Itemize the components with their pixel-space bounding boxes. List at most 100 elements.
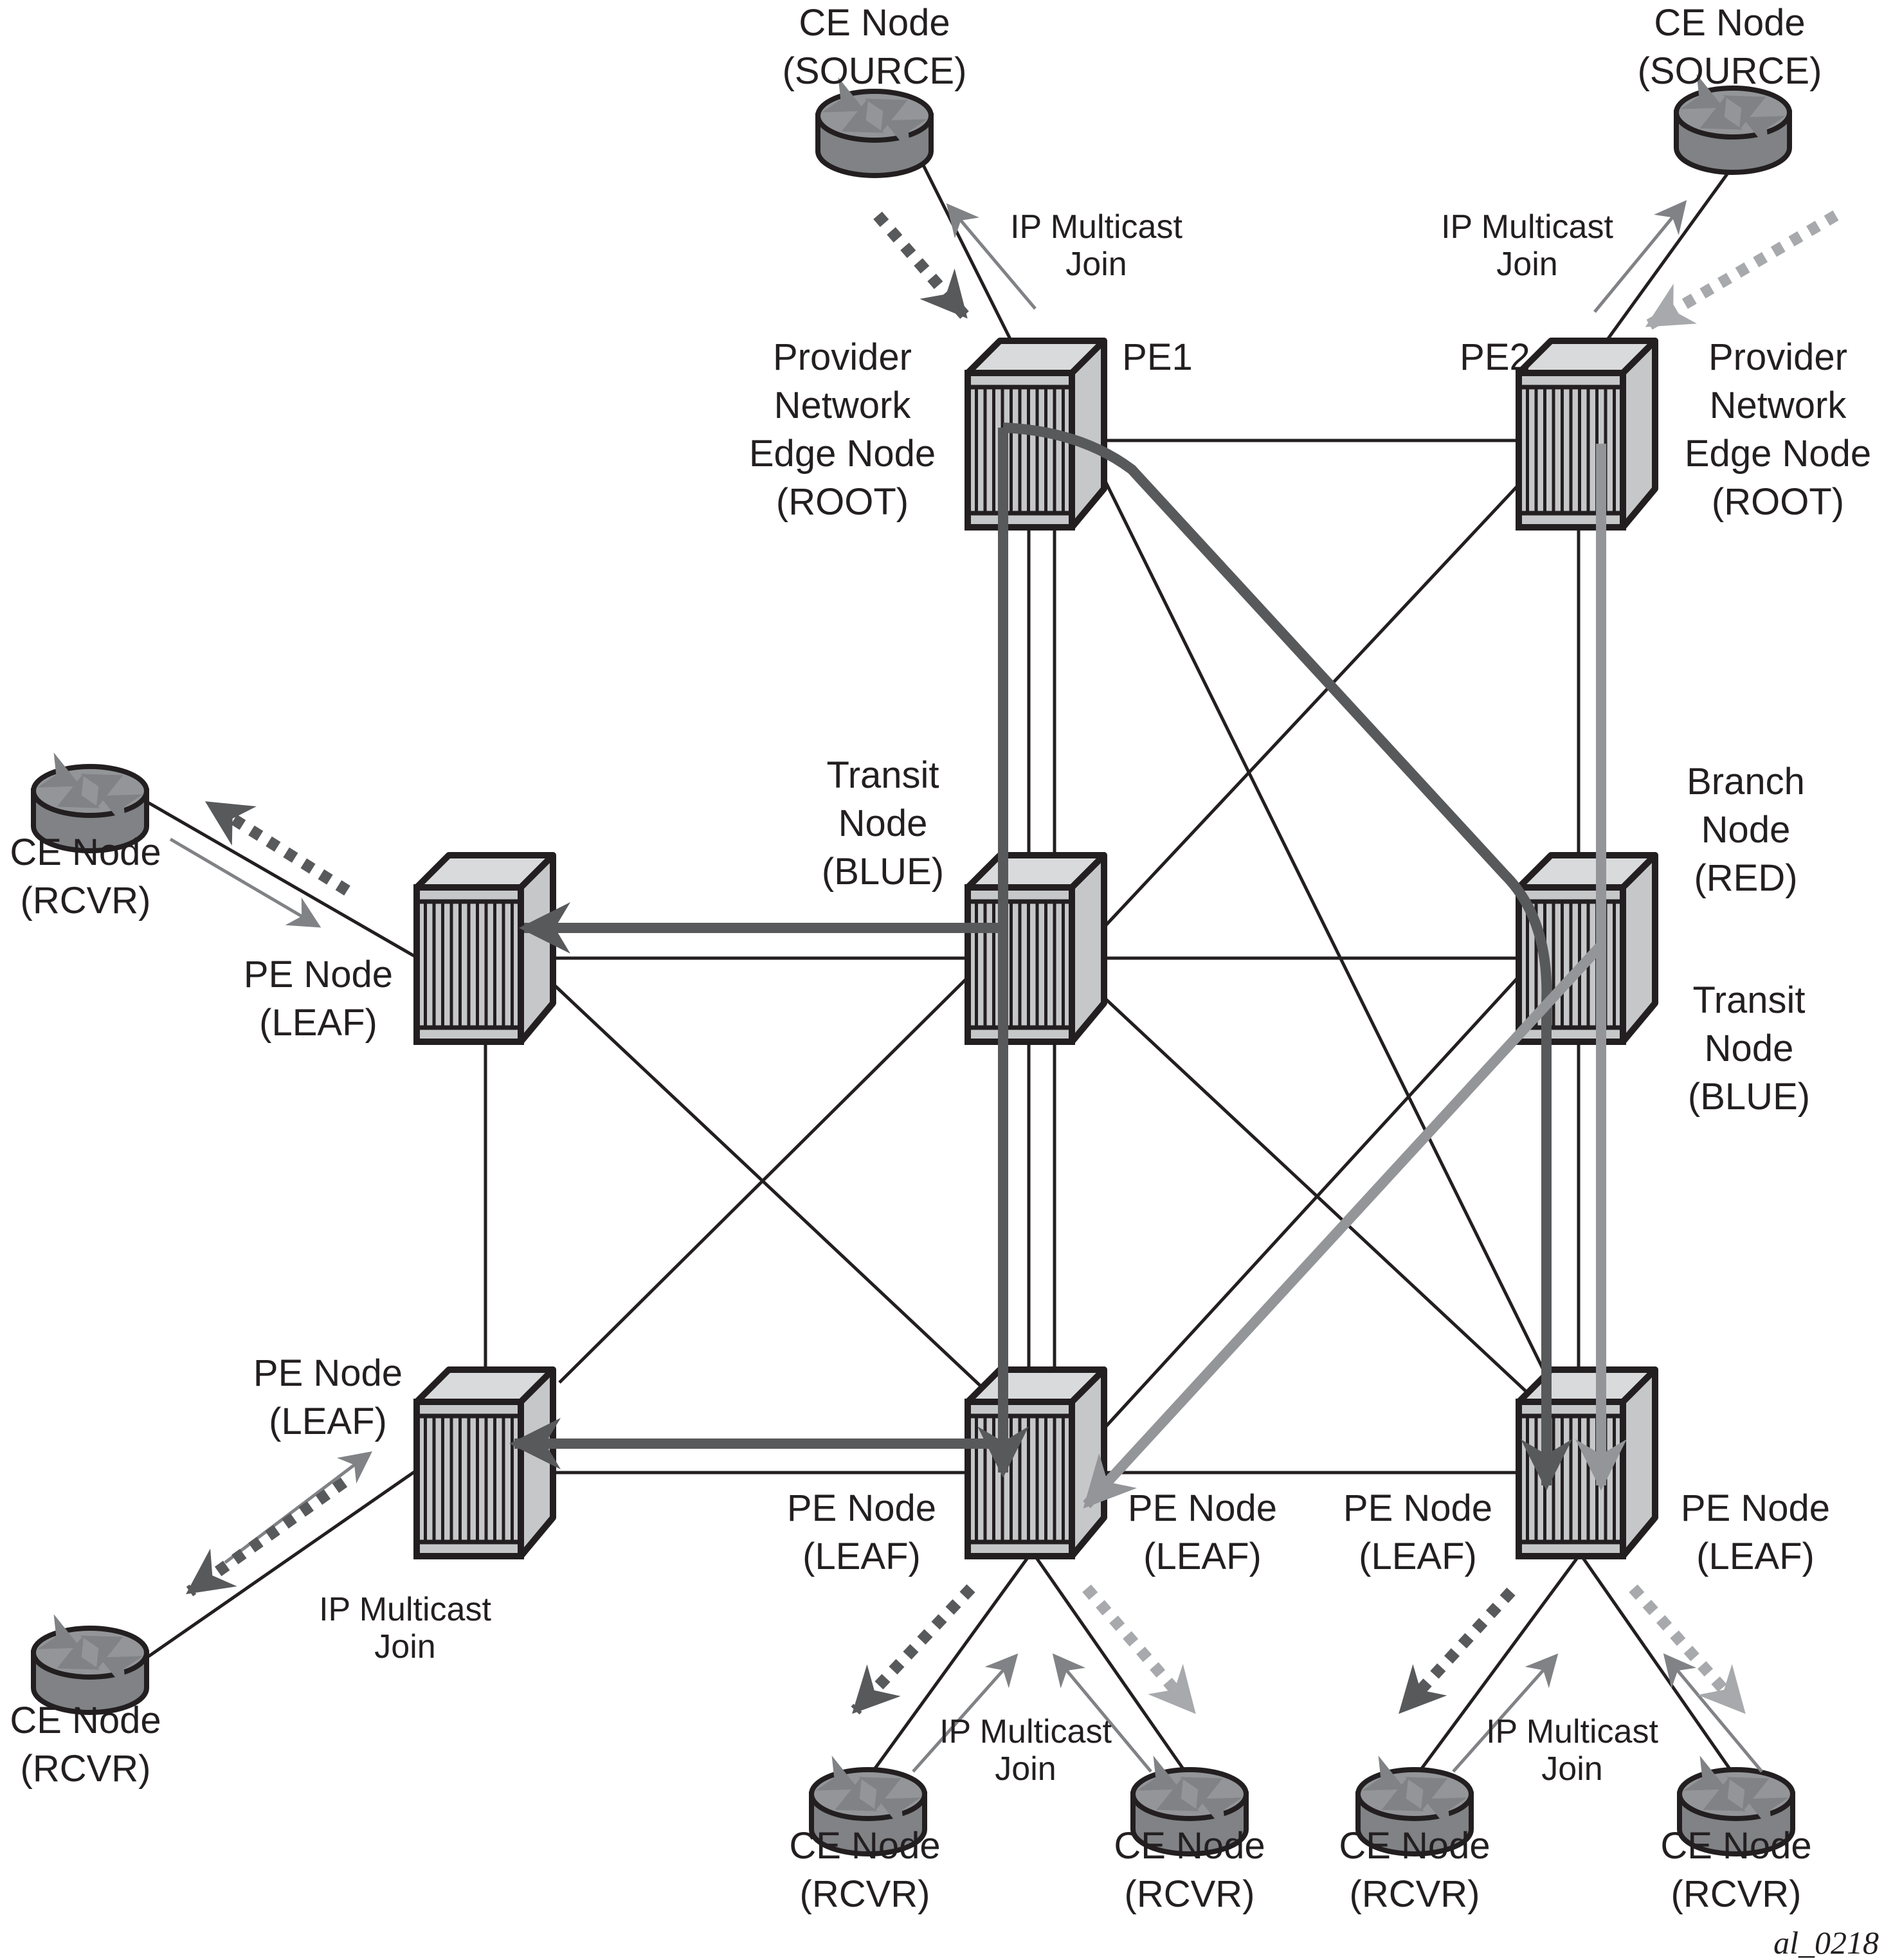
pe1-role-label-line: Network: [774, 385, 912, 426]
join-label-pe2-line: IP Multicast: [1441, 208, 1613, 246]
ce-rcvr-br-2-label: CE Node(RCVR): [1660, 1825, 1811, 1915]
join-arrow: [1452, 1653, 1559, 1773]
branch-red-label-line: Branch: [1687, 761, 1805, 803]
router-arrow: [99, 1656, 143, 1691]
traffic-bm-2: [1082, 1584, 1197, 1714]
ce-router-rcvr_bm_2[interactable]: [1130, 1756, 1249, 1856]
traffic-leafml: [204, 799, 350, 896]
transit-blue-label-line: Node: [838, 803, 928, 844]
leaf-br-right-label-line: (LEAF): [1696, 1536, 1815, 1577]
ce-rcvr-br-1-label: CE Node(RCVR): [1339, 1825, 1490, 1915]
join-arrow: [912, 1653, 1019, 1773]
link-line: [866, 1555, 1031, 1779]
pe1-role-label-line: Provider: [773, 336, 912, 378]
ce-router-rcvr_mid_left[interactable]: [31, 752, 149, 853]
ce-rcvr-br-1-label-line: CE Node: [1339, 1825, 1490, 1867]
box-side: [1069, 852, 1107, 1045]
join-label-pe1-line: IP Multicast: [1010, 208, 1182, 246]
router-top: [1677, 1767, 1795, 1821]
pe-box-leafBL[interactable]: [413, 1366, 556, 1559]
router-top: [1674, 86, 1792, 140]
ce-router-rcvr_bottom_left[interactable]: [31, 1614, 149, 1715]
join-label-pe1-line: Join: [1065, 246, 1127, 283]
leaf-br-left-label-line: PE Node: [1343, 1487, 1492, 1529]
link-ce-leafbl: [143, 1467, 419, 1661]
pe2-role-label-line: Network: [1710, 385, 1847, 426]
leaf-mid-left-label-line: PE Node: [244, 954, 393, 995]
ce-router-rcvr_br_1[interactable]: [1355, 1756, 1474, 1856]
join-arrow: [946, 203, 1037, 310]
router-arrow: [1404, 1777, 1448, 1812]
router-arrows-icon: [815, 1756, 921, 1833]
multicast-tree-paths: [509, 422, 1627, 1509]
pe-box-leafBR[interactable]: [1516, 1366, 1658, 1559]
router-arrows-icon: [1683, 1756, 1789, 1833]
box-side: [1620, 338, 1658, 531]
ce-rcvr-mid-left-label-line: CE Node: [10, 831, 161, 873]
router-arrows-icon: [1362, 1756, 1467, 1833]
ce-rcvr-mid-left-label: CE Node(RCVR): [10, 831, 161, 921]
leaf-bm-left-label-line: (LEAF): [802, 1536, 921, 1577]
link-ce-pe1: [908, 137, 1028, 371]
router-arrow: [1703, 1776, 1746, 1811]
transit-blue-right-label-line: Node: [1705, 1028, 1794, 1069]
transit-blue-right-label-line: (BLUE): [1688, 1076, 1810, 1118]
link-line: [1092, 970, 1525, 1442]
traffic-source-right: [1645, 210, 1839, 330]
router-arrows-icon: [1137, 1756, 1242, 1833]
ce-rcvr-bm-1-label-line: (RCVR): [800, 1873, 930, 1915]
join-arrow: [224, 1451, 372, 1564]
pe-box-transit[interactable]: [965, 852, 1107, 1045]
router-arrow: [1699, 95, 1743, 130]
box-side: [1620, 852, 1658, 1045]
path-pe1-to-leafbr: [1002, 422, 1572, 1491]
leaf-bm-left-label: PE Node (LEAF): [787, 1487, 936, 1577]
pe-box-pe1[interactable]: [965, 338, 1107, 531]
router-arrow: [1424, 1797, 1467, 1833]
link-line: [1413, 1555, 1581, 1779]
pe-box-leafBM[interactable]: [965, 1366, 1107, 1559]
transit-blue-right-label-line: Transit: [1692, 979, 1805, 1021]
router-top: [31, 1626, 149, 1680]
router-arrows-icon: [822, 77, 927, 154]
router-arrow: [57, 1635, 100, 1670]
leaf-bm-right-label-line: PE Node: [1128, 1487, 1277, 1529]
router-arrow: [1199, 1797, 1242, 1833]
ce-router-rcvr_bm_1[interactable]: [809, 1756, 927, 1856]
leaf-bottom-left-label-line: (LEAF): [269, 1401, 387, 1442]
join-label-leafbl-line: IP Multicast: [319, 1591, 491, 1628]
router-arrow: [1156, 1776, 1200, 1811]
leaf-bm-left-label-line: PE Node: [787, 1487, 936, 1529]
ce-rcvr-bm-2-label: CE Node(RCVR): [1114, 1825, 1265, 1915]
router-arrow: [80, 774, 123, 809]
ce-router-rcvr_br_2[interactable]: [1677, 1756, 1795, 1856]
signal-arrows: [169, 200, 1839, 1773]
router-arrow: [99, 794, 143, 830]
router-arrow: [57, 773, 100, 808]
router-top: [1130, 1767, 1249, 1821]
leaf-bottom-left-label-line: PE Node: [253, 1352, 403, 1394]
transit-blue-label-line: (BLUE): [822, 851, 944, 893]
join-arrow: [1052, 1653, 1152, 1773]
pe1-role-label-line: Edge Node: [749, 433, 936, 475]
ce-source-right-label-line: CE Node: [1654, 2, 1805, 44]
router-arrow: [1726, 1777, 1770, 1812]
join-label-bm-line: Join: [995, 1750, 1056, 1788]
ce-router-source_right[interactable]: [1674, 74, 1792, 175]
branch-red-label-line: (RED): [1694, 857, 1797, 899]
pe-box-leafML[interactable]: [413, 852, 556, 1045]
ce-router-source_left[interactable]: [815, 77, 934, 178]
ce-rcvr-br-2-label-line: CE Node: [1660, 1825, 1811, 1867]
ce-source-right-label-line: (SOURCE): [1638, 50, 1822, 92]
pe-box-pe2[interactable]: [1516, 338, 1658, 531]
box-side: [1620, 1366, 1658, 1559]
router-top: [31, 764, 149, 818]
router-arrow: [1723, 95, 1766, 131]
